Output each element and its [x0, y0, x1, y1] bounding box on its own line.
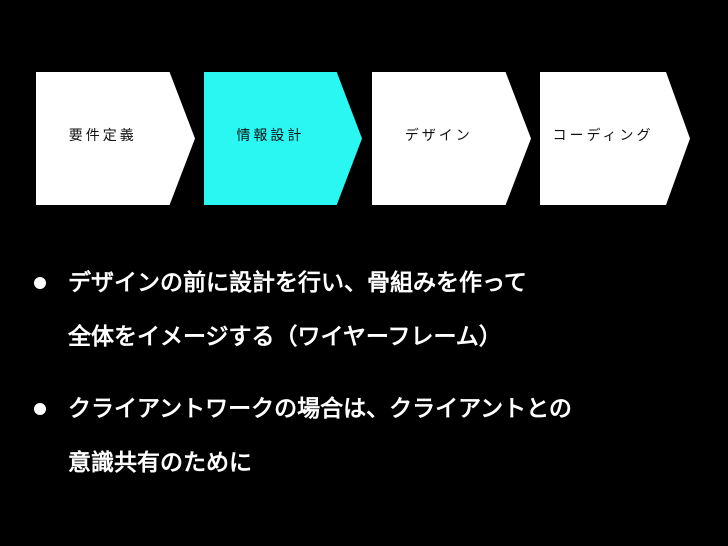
process-step-label: 要件定義: [68, 127, 137, 144]
process-step-information-design: 情報設計: [204, 72, 362, 205]
process-step-label: デザイン: [404, 127, 473, 144]
bullet-list: デザインの前に設計を行い、骨組みを作って 全体をイメージする（ワイヤーフレーム）…: [28, 256, 718, 508]
process-step-design: デザイン: [372, 72, 531, 205]
process-step-label: コーディング: [552, 127, 654, 144]
bullet-item: デザインの前に設計を行い、骨組みを作って 全体をイメージする（ワイヤーフレーム）: [28, 256, 718, 364]
bullet-dot-icon: [34, 277, 46, 289]
bullet-text-line: クライアントワークの場合は、クライアントとの: [68, 396, 572, 422]
process-step-requirements: 要件定義: [36, 72, 195, 205]
bullet-item: クライアントワークの場合は、クライアントとの 意識共有のために: [28, 382, 718, 490]
bullet-dot-icon: [34, 403, 46, 415]
bullet-text-line: デザインの前に設計を行い、骨組みを作って: [68, 270, 527, 296]
bullet-text-line: 意識共有のために: [68, 450, 252, 476]
process-step-coding: コーディング: [540, 72, 690, 205]
bullet-text-line: 全体をイメージする（ワイヤーフレーム）: [68, 324, 502, 350]
process-flow: 要件定義 情報設計 デザイン コーディング: [0, 0, 728, 220]
process-step-label: 情報設計: [236, 127, 305, 144]
